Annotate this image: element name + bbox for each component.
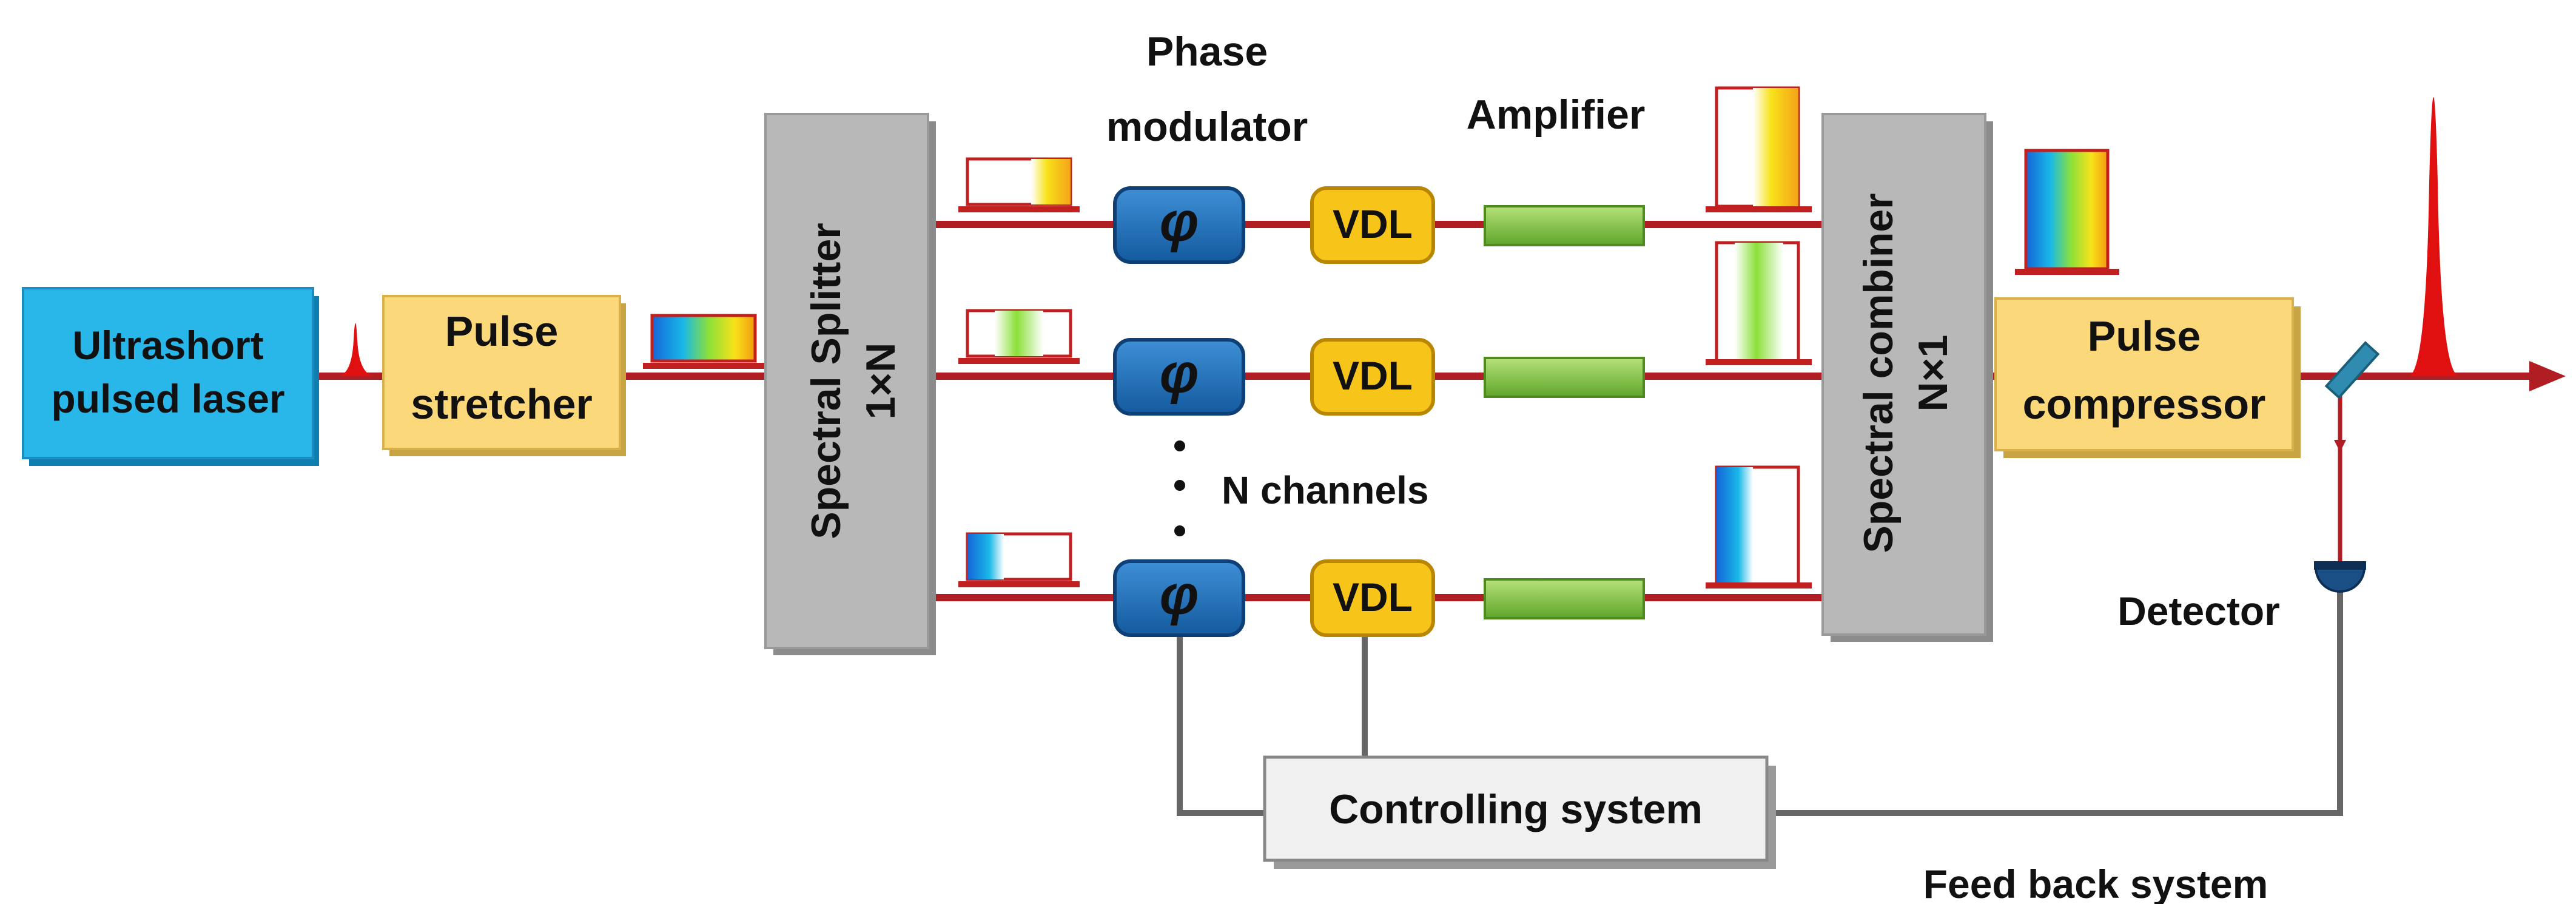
laser-label-line2: pulsed laser — [51, 376, 284, 421]
spectrum-channel-n-in-icon — [958, 532, 1080, 587]
spectrum-channel-n-out-icon — [1706, 465, 1812, 589]
amplifier-n — [1484, 578, 1645, 619]
spectrum-channel-1-out-icon — [1706, 86, 1812, 212]
phase-symbol-n: φ — [1160, 564, 1199, 626]
detector-label: Detector — [2117, 589, 2280, 633]
phase-modulator-1 — [1113, 186, 1245, 264]
splitter-label-line2: 1×N — [858, 343, 904, 420]
output-arrow-icon — [2529, 361, 2566, 391]
vdl-2 — [1310, 338, 1435, 416]
stretcher-block: Pulse stretcher — [382, 295, 626, 456]
detector-icon — [2314, 561, 2366, 593]
compressor-label-line1: Pulse — [2088, 312, 2201, 360]
spectrum-channel-2-out-icon — [1706, 241, 1812, 365]
detector-beam-arrow-icon — [2334, 440, 2346, 452]
wire-phase-to-controller — [1177, 616, 1265, 816]
combiner-label-line2: N×1 — [1910, 335, 1956, 412]
vdl-label-1: VDL — [1333, 201, 1413, 246]
splitter-block: Spectral Splitter 1×N — [764, 113, 936, 655]
phase-modulator-label-line1: Phase — [1146, 29, 1268, 75]
spectrum-after-stretcher-icon — [643, 314, 764, 369]
feedback-label: Feed back system — [1923, 862, 2268, 904]
vdl-label-n: VDL — [1333, 575, 1413, 619]
spectrum-channel-1-in-icon — [958, 157, 1080, 212]
spectrum-channel-2-in-icon — [958, 309, 1080, 364]
vdl-n — [1310, 559, 1435, 637]
channel-2-components: φ VDL — [1113, 338, 1645, 416]
channel-n-components: φ VDL — [1113, 559, 1645, 637]
channel-1-components: φ VDL — [1113, 186, 1645, 264]
laser-block: Ultrashort pulsed laser — [22, 287, 319, 466]
channel-ellipsis-dots — [1174, 440, 1185, 536]
pickoff-mirror-icon — [2324, 341, 2380, 399]
stretcher-label-line1: Pulse — [445, 308, 559, 355]
combiner-block: Spectral combiner N×1 — [1821, 113, 1993, 642]
vdl-1 — [1310, 186, 1435, 264]
input-pulse-icon — [337, 323, 376, 376]
splitter-label-line1: Spectral Splitter — [803, 223, 849, 539]
phase-modulator-n — [1113, 559, 1245, 637]
wire-detector-to-controller — [1768, 592, 2343, 816]
phase-modulator-2 — [1113, 338, 1245, 416]
combiner-label-line1: Spectral combiner — [1855, 193, 1902, 553]
phase-symbol-1: φ — [1160, 191, 1199, 253]
controller-label: Controlling system — [1329, 786, 1703, 832]
controller-block: Controlling system — [1263, 755, 1776, 869]
amplifier-2 — [1484, 357, 1645, 398]
spectrum-combined-icon — [2015, 149, 2119, 275]
stretcher-label-line2: stretcher — [411, 380, 593, 428]
output-pulse-icon — [2408, 97, 2460, 376]
phase-modulator-label-line2: modulator — [1106, 104, 1308, 150]
compressor-label-line2: compressor — [2023, 380, 2266, 428]
laser-label-line1: Ultrashort — [72, 323, 263, 368]
n-channels-label: N channels — [1222, 468, 1428, 512]
vdl-label-2: VDL — [1333, 353, 1413, 398]
compressor-block: Pulse compressor — [1994, 297, 2301, 458]
amplifier-1 — [1484, 205, 1645, 246]
amplifier-label: Amplifier — [1467, 92, 1646, 138]
phase-symbol-2: φ — [1160, 343, 1199, 405]
feedback-wires — [1177, 592, 2343, 816]
